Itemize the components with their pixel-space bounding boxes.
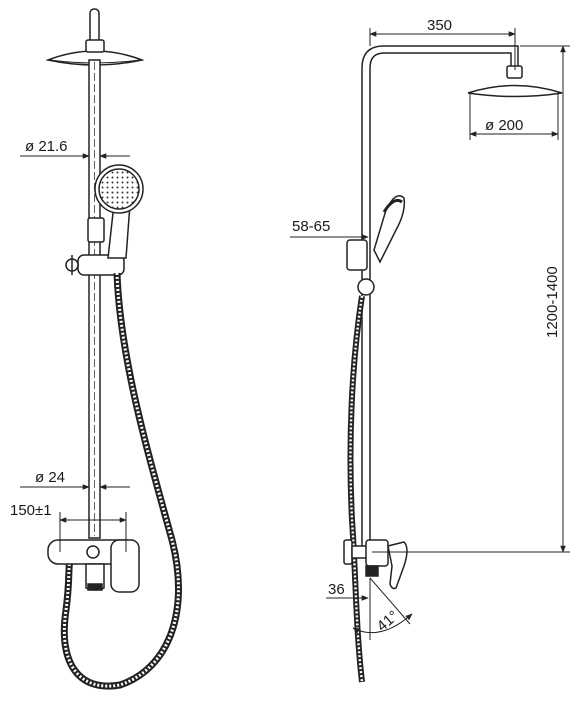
dim-reach: 350 [427,17,452,34]
side-holder [346,239,368,271]
dim-outlet: 36 [328,581,345,598]
dim-column-diameter: ø 24 [35,469,65,486]
dim-holder: 58-65 [292,218,330,235]
side-view [343,45,563,683]
side-dimensions [290,28,570,640]
front-hose [60,272,182,690]
front-dimensions [20,153,130,552]
front-mixer [47,539,140,593]
dim-head-diameter: ø 200 [485,117,523,134]
side-mixer [343,539,408,590]
side-slider-ball [357,278,375,296]
dim-mixer-width: 150±1 [10,502,52,519]
dim-height: 1200-1400 [544,266,561,338]
side-shower-head [467,84,563,98]
front-view [45,8,182,690]
front-hand-shower [94,164,144,259]
front-shower-head [45,50,145,66]
dim-angle: 41° [374,607,402,635]
dim-pipe-diameter: ø 21.6 [25,138,68,155]
